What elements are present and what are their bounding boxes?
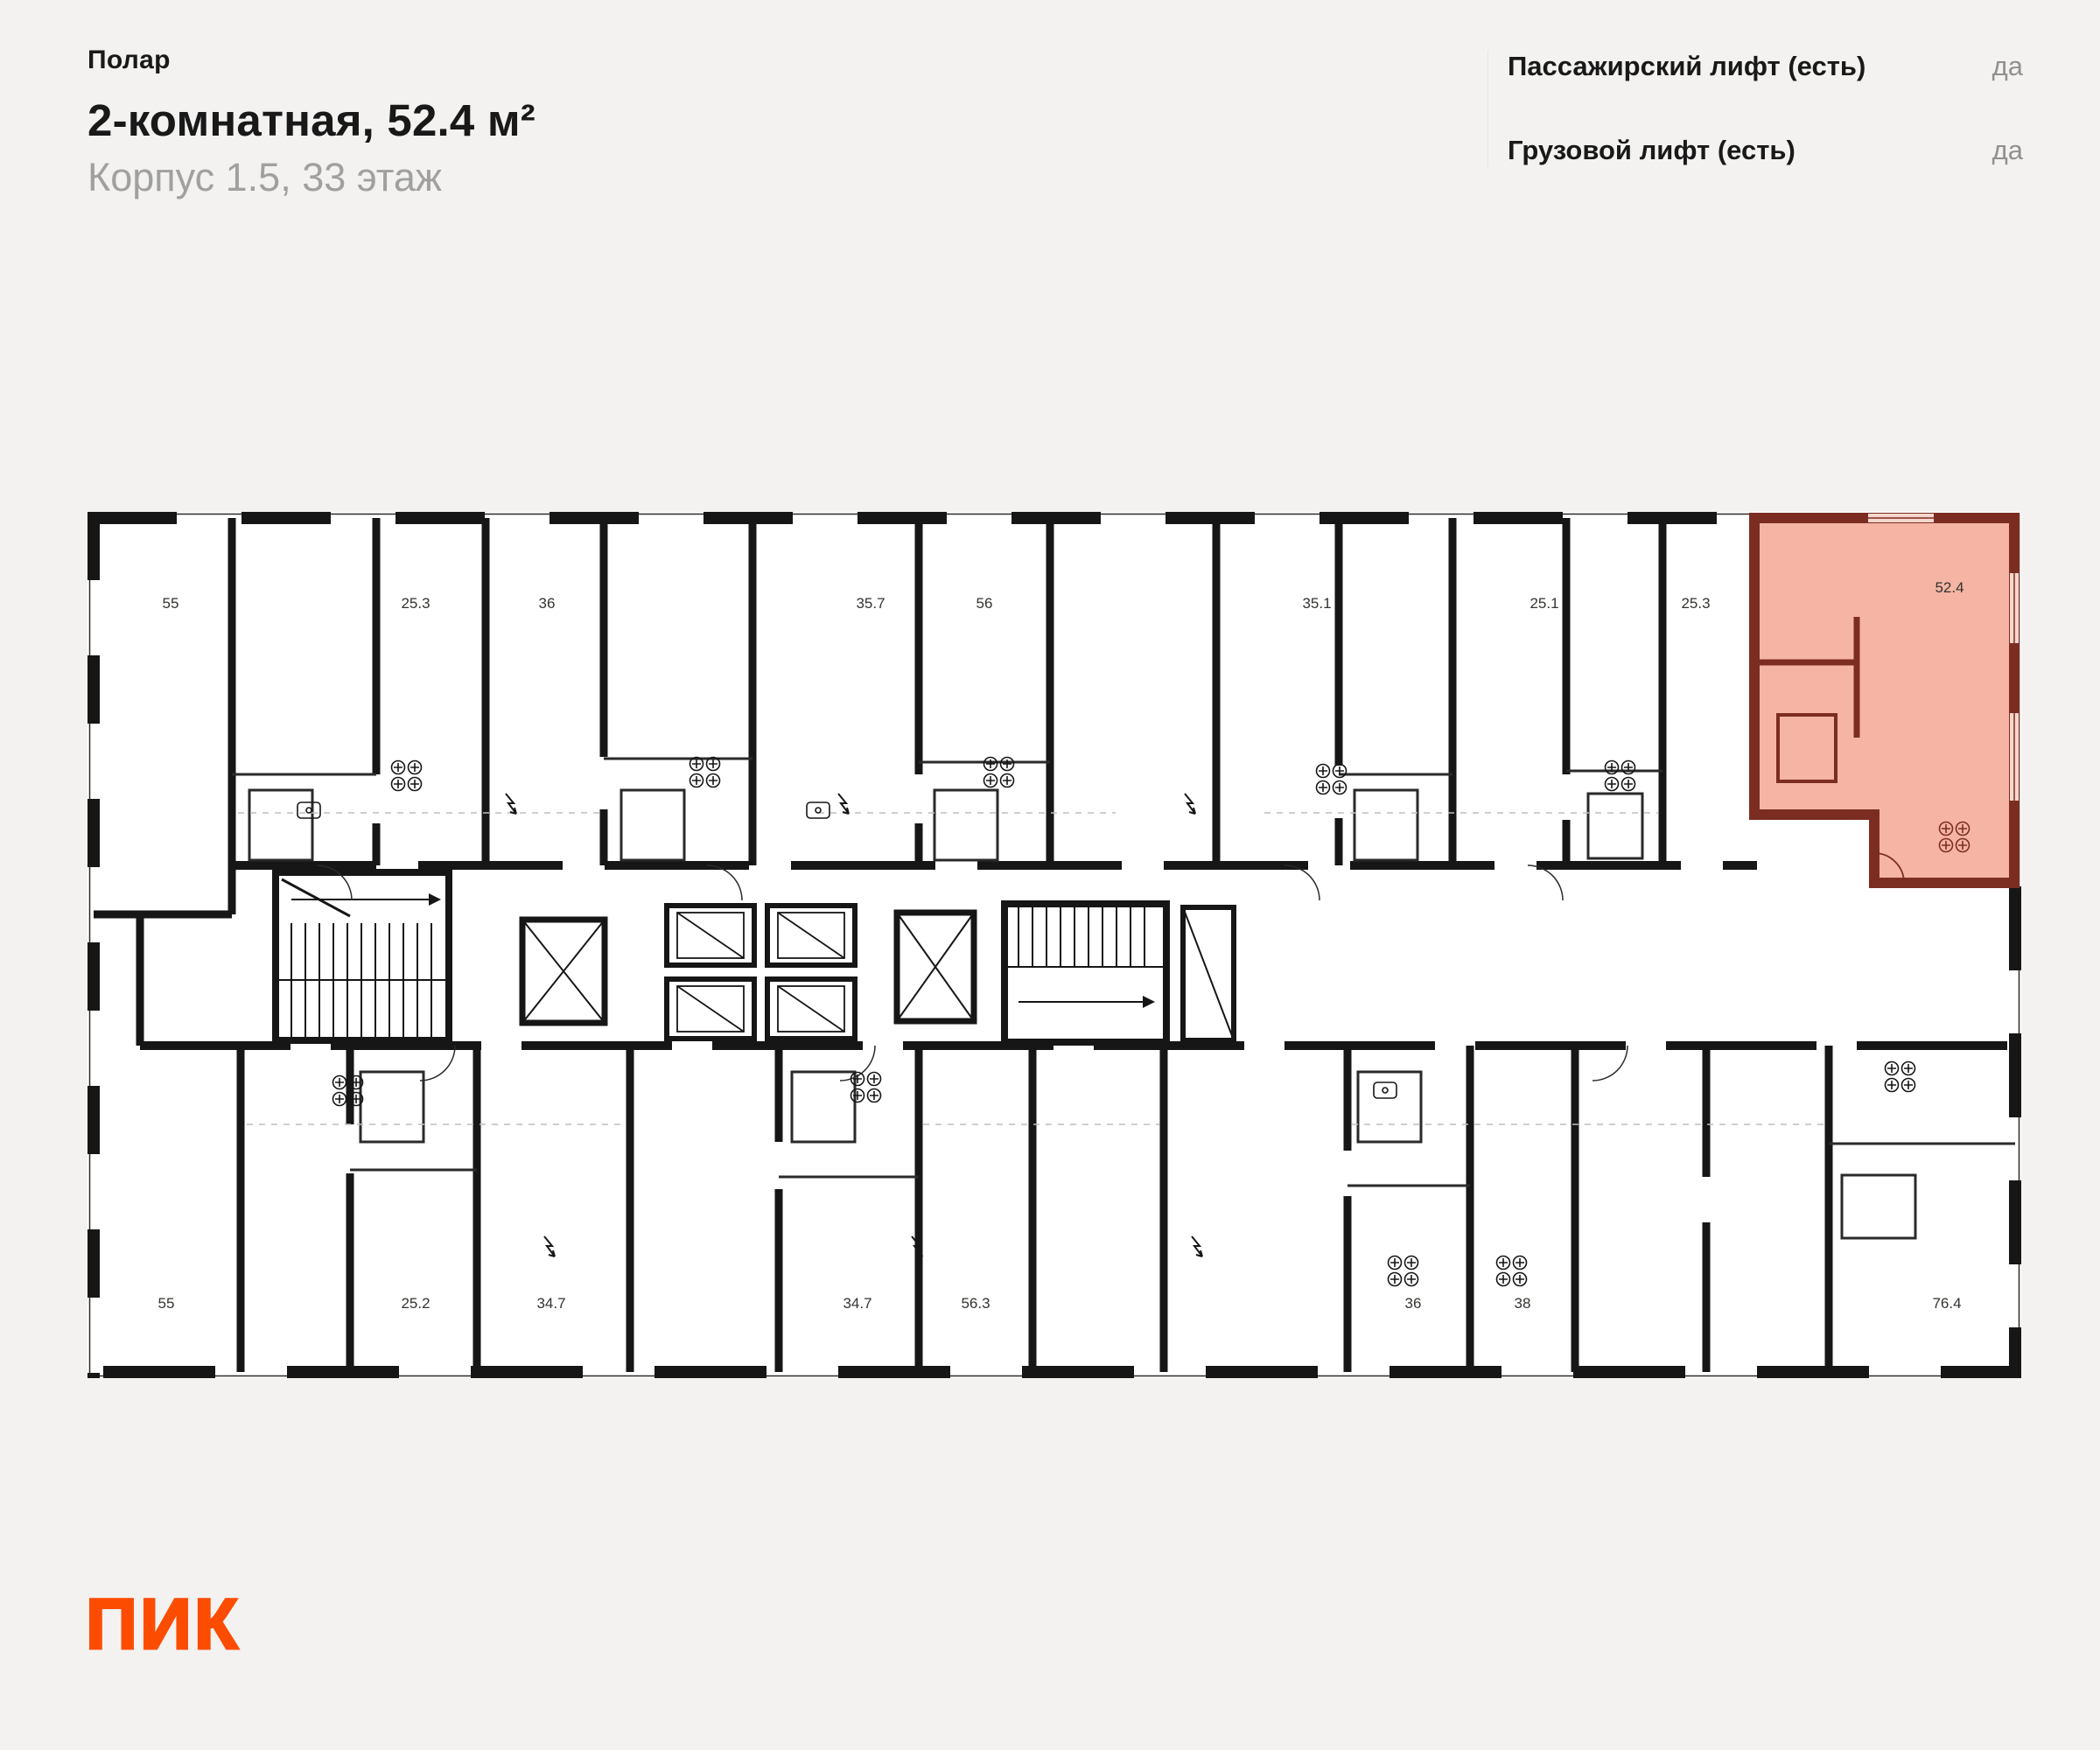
apartment-area-label: 55 xyxy=(163,595,179,612)
apartment-area-label: 76.4 xyxy=(1932,1295,1961,1312)
apartment-area-label: 35.1 xyxy=(1302,595,1331,612)
apartment-area-label: 56 xyxy=(976,595,993,612)
floor-plan-svg: 52.4 55 25.3 36 35.7 56 35.1 25.1 25.3 5… xyxy=(88,512,2021,1378)
apartment-area-label: 56.3 xyxy=(961,1295,990,1312)
cargo-lift-label: Грузовой лифт (есть) xyxy=(1508,135,1796,165)
passenger-lift-value: да xyxy=(1992,51,2023,81)
apartment-area-label: 35.7 xyxy=(856,595,885,612)
apartment-area-label: 25.3 xyxy=(401,595,430,612)
door-arcs xyxy=(316,864,1628,1082)
floor-plan: 52.4 55 25.3 36 35.7 56 35.1 25.1 25.3 5… xyxy=(88,512,2021,1378)
lift-info: Пассажирский лифт (есть) да Грузовой лиф… xyxy=(1488,51,2023,166)
top-band-walls xyxy=(228,518,1667,865)
apartment-area-label: 25.2 xyxy=(401,1295,430,1312)
cargo-lift-value: да xyxy=(1992,135,2023,165)
page-header: Полар 2-комнатная, 52.4 м² Корпус 1.5, 3… xyxy=(88,46,536,200)
passenger-lift-row: Пассажирский лифт (есть) да xyxy=(1508,51,2023,82)
cargo-lift-row: Грузовой лифт (есть) да xyxy=(1508,135,2023,166)
apartment-area-label: 38 xyxy=(1515,1295,1531,1312)
project-name: Полар xyxy=(88,46,171,74)
passenger-lift-label: Пассажирский лифт (есть) xyxy=(1508,51,1866,81)
pik-logo[interactable]: ПИК xyxy=(85,1584,241,1666)
stair-core-right xyxy=(1001,900,1170,1046)
dashed-guides xyxy=(238,812,1824,1125)
highlight-windows xyxy=(1868,514,2019,801)
apartment-area-label: 55 xyxy=(158,1295,175,1312)
stair-core-left xyxy=(272,869,452,1044)
elevator-core xyxy=(519,903,1236,1043)
apartment-area-label: 52.4 xyxy=(1935,579,1964,596)
apartment-area-label: 34.7 xyxy=(536,1295,565,1312)
apartment-area-label: 36 xyxy=(1405,1295,1422,1312)
apartment-area-label: 25.1 xyxy=(1530,595,1558,612)
room-partitions xyxy=(232,757,2015,1240)
page-subtitle: Корпус 1.5, 33 этаж xyxy=(88,155,442,200)
apartment-area-label: 36 xyxy=(539,595,556,612)
highlight-interior-walls xyxy=(1760,617,1905,884)
page-title: 2-комнатная, 52.4 м² xyxy=(88,95,536,145)
apartment-area-label: 34.7 xyxy=(843,1295,872,1312)
area-labels: 55 25.3 36 35.7 56 35.1 25.1 25.3 55 25.… xyxy=(158,595,1962,1312)
plan-background xyxy=(88,512,2021,1378)
apartment-area-label: 25.3 xyxy=(1681,595,1710,612)
highlighted-apartment[interactable]: 52.4 xyxy=(1749,513,2020,888)
